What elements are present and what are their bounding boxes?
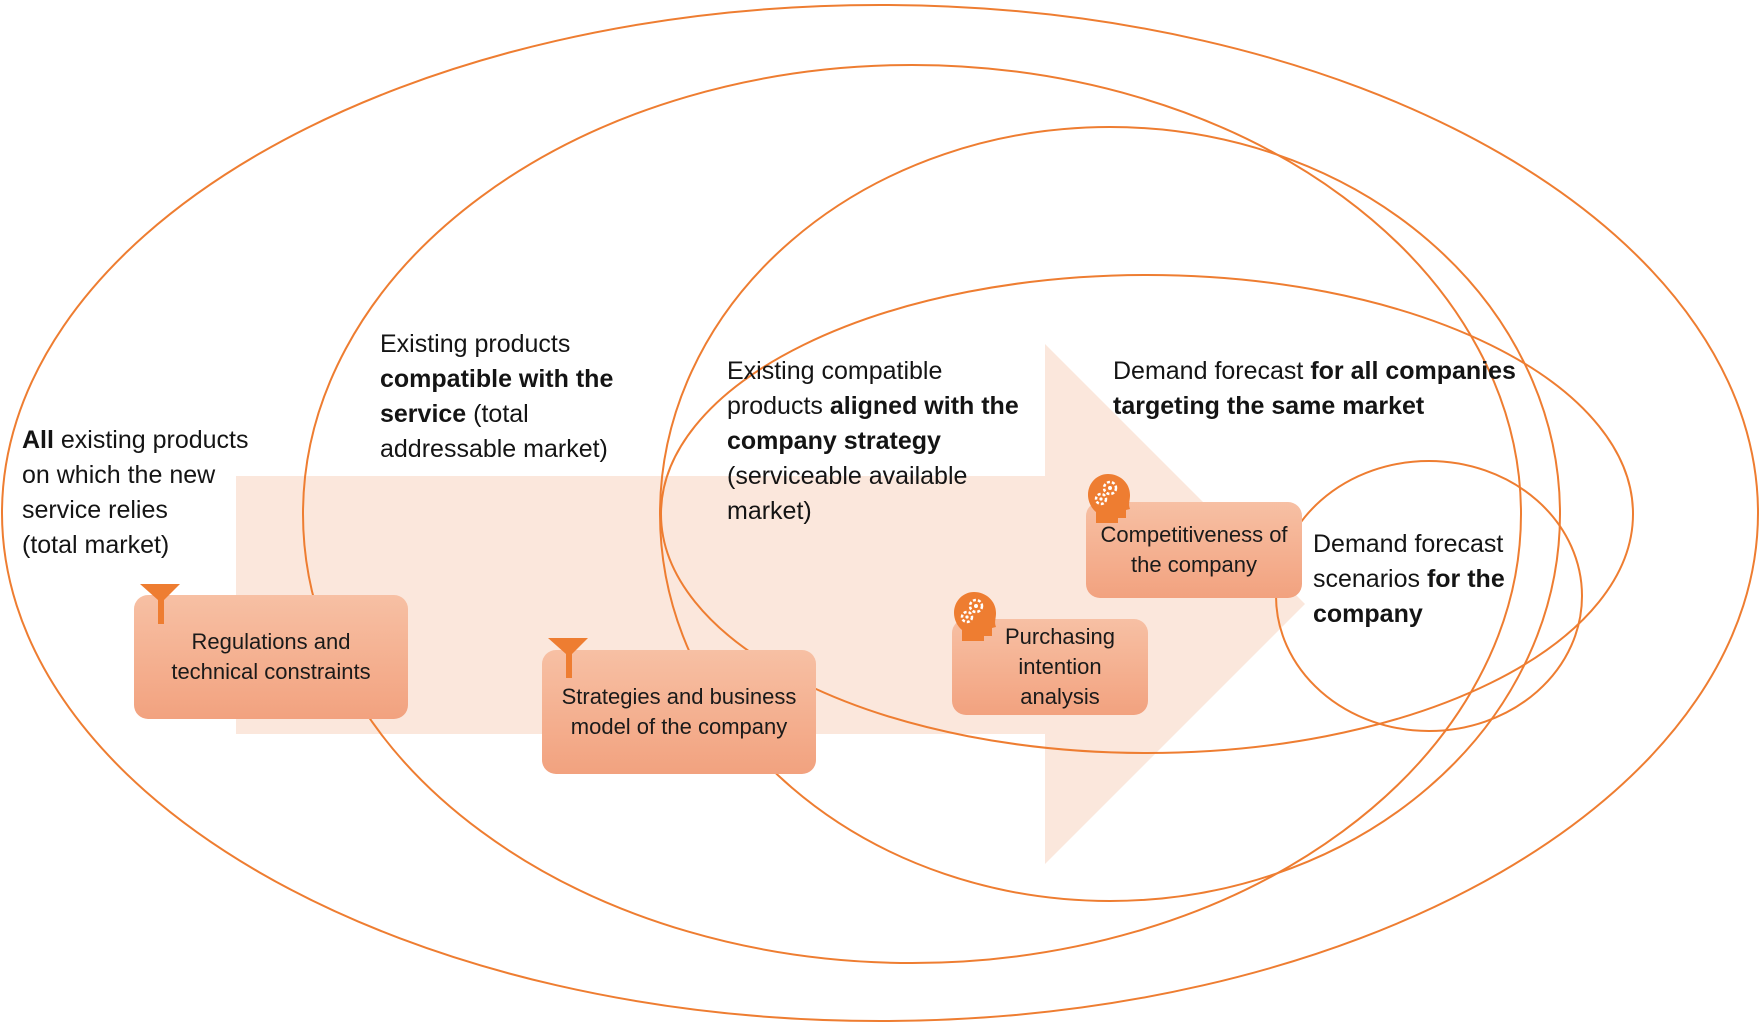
ring-total-market — [1, 4, 1759, 1022]
label-serviceable-available-market: Existing compatible products aligned wit… — [727, 357, 1019, 525]
filter-label-purchasing: Purchasing intention analysis — [1004, 624, 1116, 709]
label-demand-forecast-company: Demand forecast scenarios for the compan… — [1313, 530, 1505, 628]
label-total-addressable-market: Existing products compatible with the se… — [380, 330, 614, 463]
filter-label-strategies: Strategies and business model of the com… — [561, 684, 797, 739]
label-demand-forecast-all: Demand forecast for all companies target… — [1113, 357, 1516, 420]
process-arrow — [236, 344, 1305, 864]
filter-box-regulations: Regulations and technical constraints — [134, 595, 408, 719]
head-gears-icon — [954, 592, 996, 641]
funnel-icon — [140, 584, 180, 624]
ring-demand-forecast-all — [660, 274, 1634, 754]
head-gears-icon — [1088, 474, 1130, 523]
ring-total-addressable-market — [302, 64, 1522, 964]
funnel-icon — [548, 638, 588, 678]
filter-label-regulations: Regulations and technical constraints — [171, 629, 371, 684]
filter-label-competitiveness: Competitiveness of the company — [1100, 522, 1288, 577]
label-total-market: All existing products on which the new s… — [22, 426, 249, 559]
filter-box-purchasing: Purchasing intention analysis — [952, 619, 1148, 715]
filter-box-strategies: Strategies and business model of the com… — [542, 650, 816, 774]
